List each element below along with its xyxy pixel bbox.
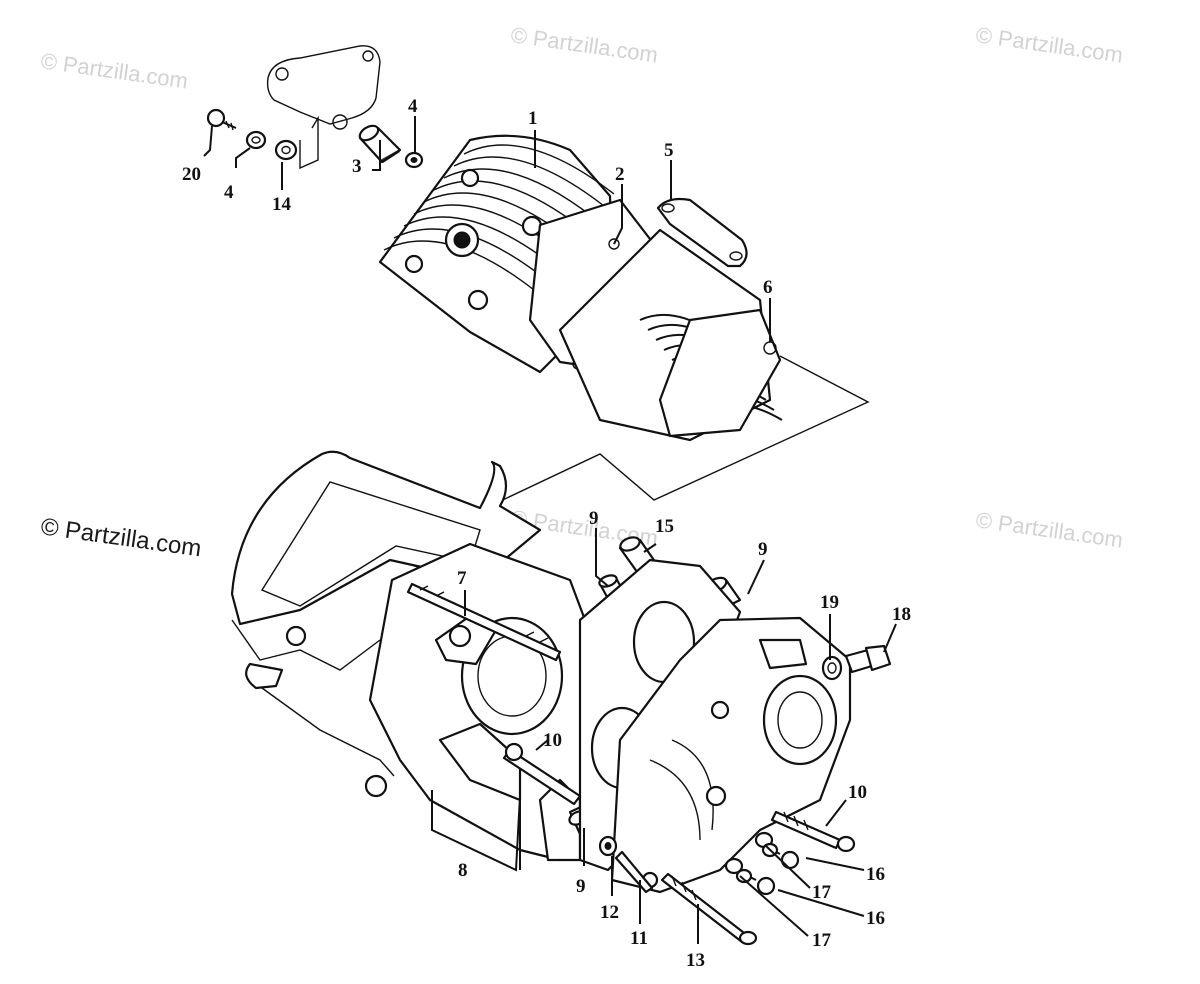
flat-washer-14 (274, 139, 298, 161)
callout-16-upper: 16 (866, 864, 885, 885)
callout-20: 20 (182, 164, 201, 185)
callout-6: 6 (763, 277, 773, 298)
cylinder-stud-7 (406, 582, 562, 662)
callout-labels: 1 2 3 4 4 5 6 7 8 9 9 9 10 10 11 12 13 1… (182, 96, 911, 971)
callout-17-lower: 17 (812, 930, 832, 951)
case-bolt-10-right (770, 810, 856, 853)
head-cooling-fin (443, 168, 595, 219)
callout-1: 1 (528, 108, 538, 129)
crankcase-right-half (610, 616, 852, 894)
washer-19 (821, 655, 843, 681)
screw-16-lower (747, 875, 776, 896)
callout-18: 18 (892, 604, 911, 625)
callout-10-left: 10 (543, 730, 562, 751)
callout-3: 3 (352, 156, 362, 177)
callout-8: 8 (458, 860, 468, 881)
callout-14: 14 (272, 194, 292, 215)
crankcase-mount-frame (230, 450, 542, 798)
callout-5: 5 (664, 140, 674, 161)
long-bolt-13 (660, 872, 758, 946)
case-bolt-11 (614, 850, 654, 894)
washer-4-right (404, 151, 424, 169)
callout-11: 11 (630, 928, 648, 949)
callout-10-right: 10 (848, 782, 867, 803)
callout-9-upper: 9 (589, 508, 599, 529)
spacer-3 (358, 124, 402, 164)
case-bolt-10-left (502, 742, 582, 806)
base-gasket (658, 308, 782, 438)
watermark-top-center: © Partzilla.com (509, 22, 659, 67)
lock-washer-4-left (245, 130, 267, 150)
leader-lines (203, 116, 897, 944)
head-cooling-fin (403, 216, 555, 267)
bolt-18 (844, 644, 892, 674)
crankcase-left-half (368, 542, 602, 862)
head-bolt-20 (206, 108, 237, 131)
callout-15: 15 (655, 516, 674, 537)
head-cooling-fin (433, 180, 585, 231)
engine-mount-bracket (266, 45, 381, 170)
callout-2: 2 (615, 164, 625, 185)
head-cooling-fin (463, 144, 615, 195)
callout-9-lower: 9 (576, 876, 586, 897)
watermark-mid-left: © Partzilla.com (39, 513, 203, 562)
callout-17-upper: 17 (812, 882, 832, 903)
callout-4-left: 4 (224, 182, 234, 203)
watermark-top-left: © Partzilla.com (39, 48, 189, 93)
exhaust-gasket (656, 197, 748, 268)
head-cooling-fin (453, 156, 605, 207)
watermark-mid-right: © Partzilla.com (974, 507, 1124, 552)
washer-17-upper (754, 831, 779, 858)
callout-9-right: 9 (758, 539, 768, 560)
watermark-top-right: © Partzilla.com (974, 22, 1124, 67)
callout-19: 19 (820, 592, 839, 613)
callout-13: 13 (686, 950, 705, 971)
callout-16-lower: 16 (866, 908, 885, 929)
callout-12: 12 (600, 902, 619, 923)
washer-17-lower (724, 857, 753, 884)
washer-12 (598, 835, 618, 857)
callout-4-upper: 4 (408, 96, 418, 117)
callout-7: 7 (457, 568, 467, 589)
